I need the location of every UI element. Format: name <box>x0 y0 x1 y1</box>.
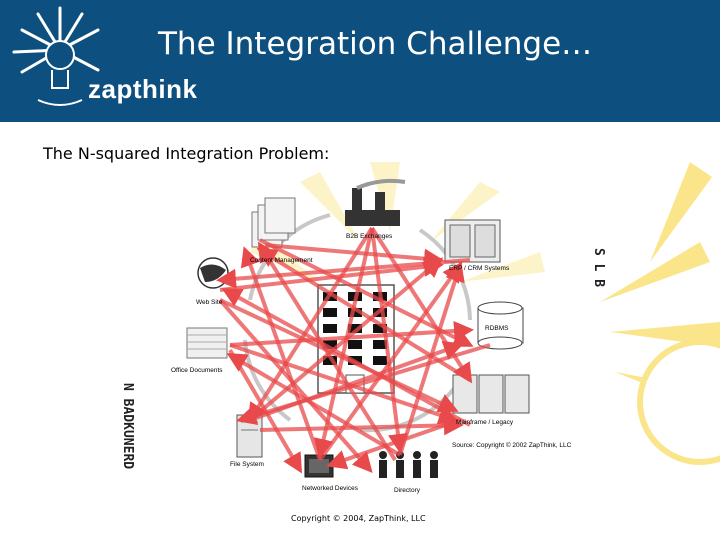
office-documents-icon <box>186 327 228 359</box>
label-office-documents: Office Documents <box>171 367 223 374</box>
source-note: Source: Copyright © 2002 ZapThink, LLC <box>452 441 572 449</box>
rotated-fragment-left: N BADKUNERD <box>120 383 135 470</box>
label-content-management: Content Management <box>250 257 313 264</box>
content-management-icon <box>251 197 296 248</box>
label-file-system: File System <box>230 461 264 468</box>
label-web-site: Web Site <box>196 299 223 306</box>
footer-copyright: Copyright © 2004, ZapThink, LLC <box>291 514 426 523</box>
rdbms-cylinder-icon <box>477 301 524 350</box>
logo-wordmark: zapthink <box>88 74 198 104</box>
label-erp-crm: ERP / CRM Systems <box>449 265 510 272</box>
b2b-exchanges-icon <box>345 178 406 226</box>
label-directory: Directory <box>394 487 421 494</box>
lightbulb-logo-icon <box>12 6 100 106</box>
integration-arrows <box>216 226 491 474</box>
header-banner: zapthink The Integration Challenge… <box>0 0 720 122</box>
label-networked-devices: Networked Devices <box>302 485 359 492</box>
erp-crm-icon <box>444 219 501 263</box>
mainframe-legacy-icon <box>452 374 530 414</box>
label-rdbms: RDBMS <box>485 325 509 332</box>
label-mainframe-legacy: Mainframe / Legacy <box>456 419 514 426</box>
rotated-fragment-right: S L B <box>591 248 606 288</box>
page-title: The Integration Challenge… <box>158 26 593 62</box>
label-b2b-exchanges: B2B Exchanges <box>346 233 393 240</box>
directory-people-icon <box>379 451 438 478</box>
website-globe-icon <box>197 257 229 289</box>
diagram-subtitle: The N-squared Integration Problem: <box>43 144 330 163</box>
